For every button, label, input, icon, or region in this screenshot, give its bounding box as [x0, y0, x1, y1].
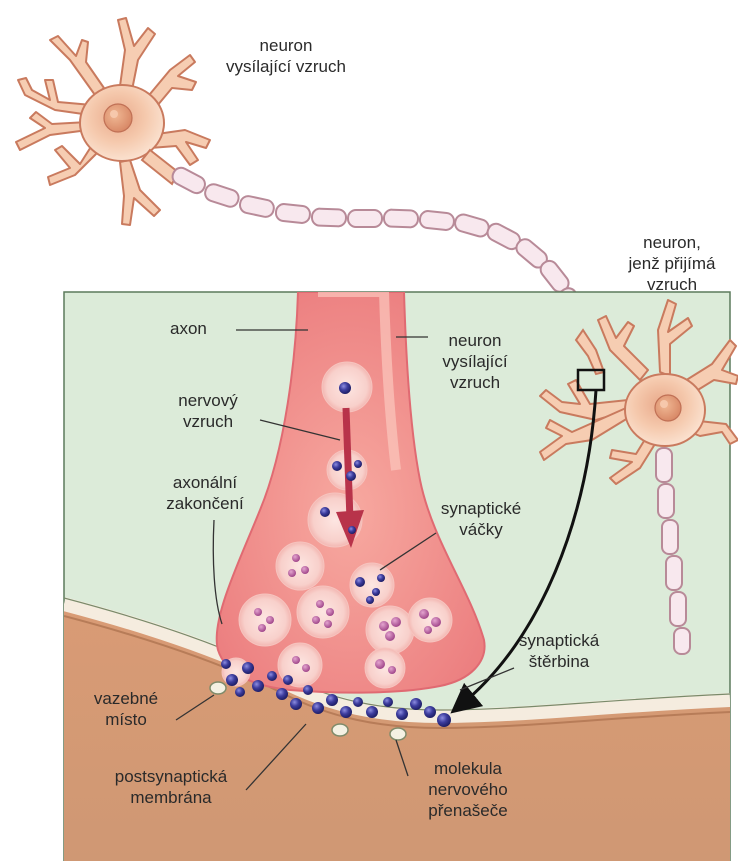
label-line: nervový [160, 390, 256, 411]
label-axon: axon [170, 318, 207, 339]
label-line: molekula [408, 758, 528, 779]
label-line: vzruch [420, 372, 530, 393]
label-line: axon [170, 318, 207, 339]
label-line: vzruch [612, 274, 732, 295]
label-receiving-neuron: neuron, jenž přijímá vzruch [612, 232, 732, 295]
label-line: neuron, [612, 232, 732, 253]
label-line: neuron [186, 35, 386, 56]
label-line: membrána [96, 787, 246, 808]
label-synaptic-cleft: synaptická štěrbina [504, 630, 614, 672]
label-line: axonální [150, 472, 260, 493]
label-line: vazebné [76, 688, 176, 709]
label-line: vysílající [420, 351, 530, 372]
label-synaptic-vesicles: synaptické váčky [426, 498, 536, 540]
label-line: synaptické [426, 498, 536, 519]
label-line: jenž přijímá [612, 253, 732, 274]
label-line: neuron [420, 330, 530, 351]
label-postsynaptic-membrane: postsynaptická membrána [96, 766, 246, 808]
label-line: postsynaptická [96, 766, 246, 787]
label-line: synaptická [504, 630, 614, 651]
label-line: vysílající vzruch [186, 56, 386, 77]
label-neurotransmitter-molecule: molekula nervového přenašeče [408, 758, 528, 821]
label-line: vzruch [160, 411, 256, 432]
label-binding-site: vazebné místo [76, 688, 176, 730]
label-line: váčky [426, 519, 536, 540]
label-line: štěrbina [504, 651, 614, 672]
label-line: přenašeče [408, 800, 528, 821]
label-line: nervového [408, 779, 528, 800]
label-sending-neuron-inset: neuron vysílající vzruch [420, 330, 530, 393]
label-line: zakončení [150, 493, 260, 514]
label-sending-neuron: neuron vysílající vzruch [186, 35, 386, 77]
label-nerve-impulse: nervový vzruch [160, 390, 256, 432]
label-line: místo [76, 709, 176, 730]
sending-neuron-illustration [16, 18, 210, 225]
label-axon-terminal: axonální zakončení [150, 472, 260, 514]
